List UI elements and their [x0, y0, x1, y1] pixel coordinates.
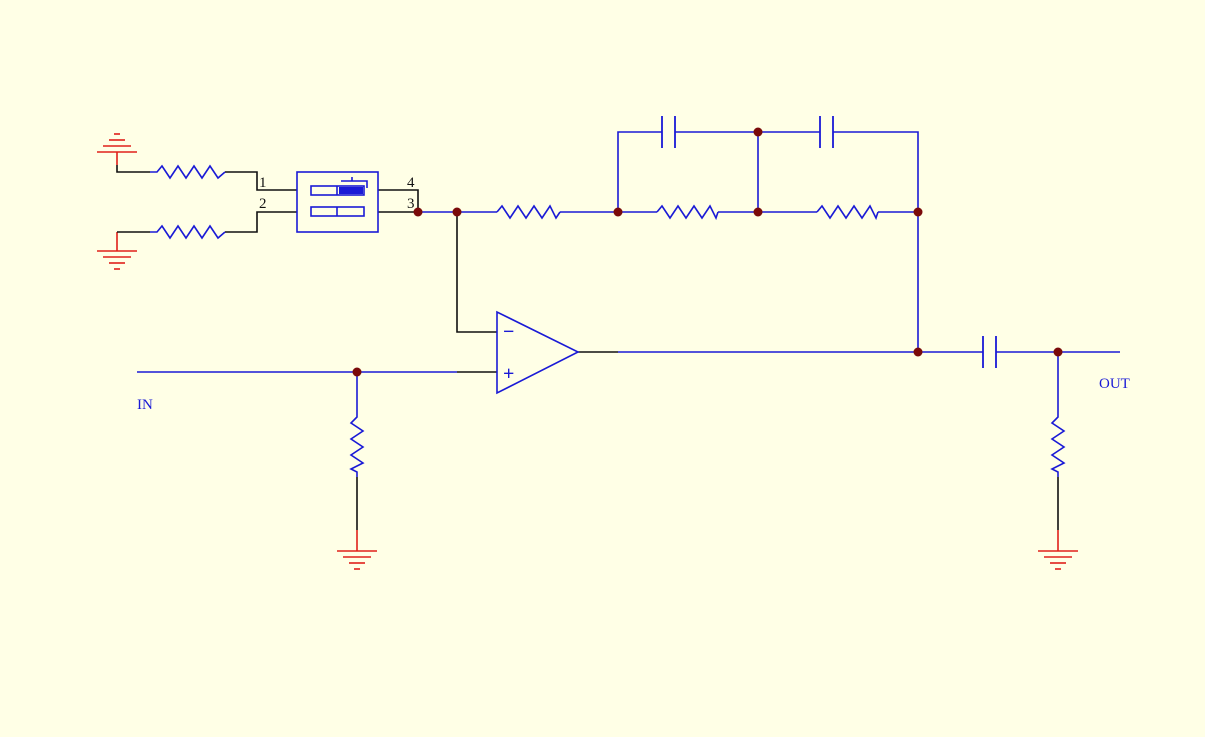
ground-top-left — [97, 133, 137, 165]
resistor-input-shunt — [349, 412, 365, 477]
pin-2-label: 2 — [259, 196, 267, 212]
ground-left-2 — [97, 232, 137, 270]
capacitor-output — [982, 336, 997, 368]
junction-dot — [1053, 347, 1063, 357]
junction-dot — [452, 207, 462, 217]
resistor-output-shunt — [1050, 412, 1066, 477]
junction-dot — [913, 207, 923, 217]
resistor-feedback-2 — [816, 204, 879, 221]
pin-3-label: 3 — [407, 196, 415, 212]
output-label: OUT — [1099, 376, 1130, 392]
wires — [116, 165, 1059, 530]
signal-wires — [137, 131, 1120, 412]
ground-input — [337, 530, 377, 570]
resistor-feedback-1 — [656, 204, 719, 221]
ground-output — [1038, 530, 1078, 570]
junction-dot — [352, 367, 362, 377]
junctions — [352, 127, 1063, 377]
capacitor-feedback-2 — [819, 116, 834, 148]
input-label: IN — [137, 397, 153, 413]
switch-1-lever — [339, 187, 363, 194]
resistor-r2 — [150, 224, 226, 240]
opamp-inverting-sign: − — [503, 321, 514, 343]
opamp-noninverting-sign: + — [503, 363, 514, 385]
junction-dot — [413, 207, 423, 217]
opamp[interactable]: − + — [496, 310, 580, 395]
opamp-triangle — [496, 310, 580, 395]
junction-dot — [753, 127, 763, 137]
dip-switch[interactable] — [296, 171, 379, 233]
capacitor-feedback-1 — [661, 116, 676, 148]
resistor-input-series — [496, 204, 561, 220]
junction-dot — [753, 207, 763, 217]
pin-4-label: 4 — [407, 175, 415, 191]
junction-dot — [913, 347, 923, 357]
pin-1-label: 1 — [259, 175, 267, 191]
junction-dot — [613, 207, 623, 217]
resistor-r1 — [150, 164, 226, 180]
